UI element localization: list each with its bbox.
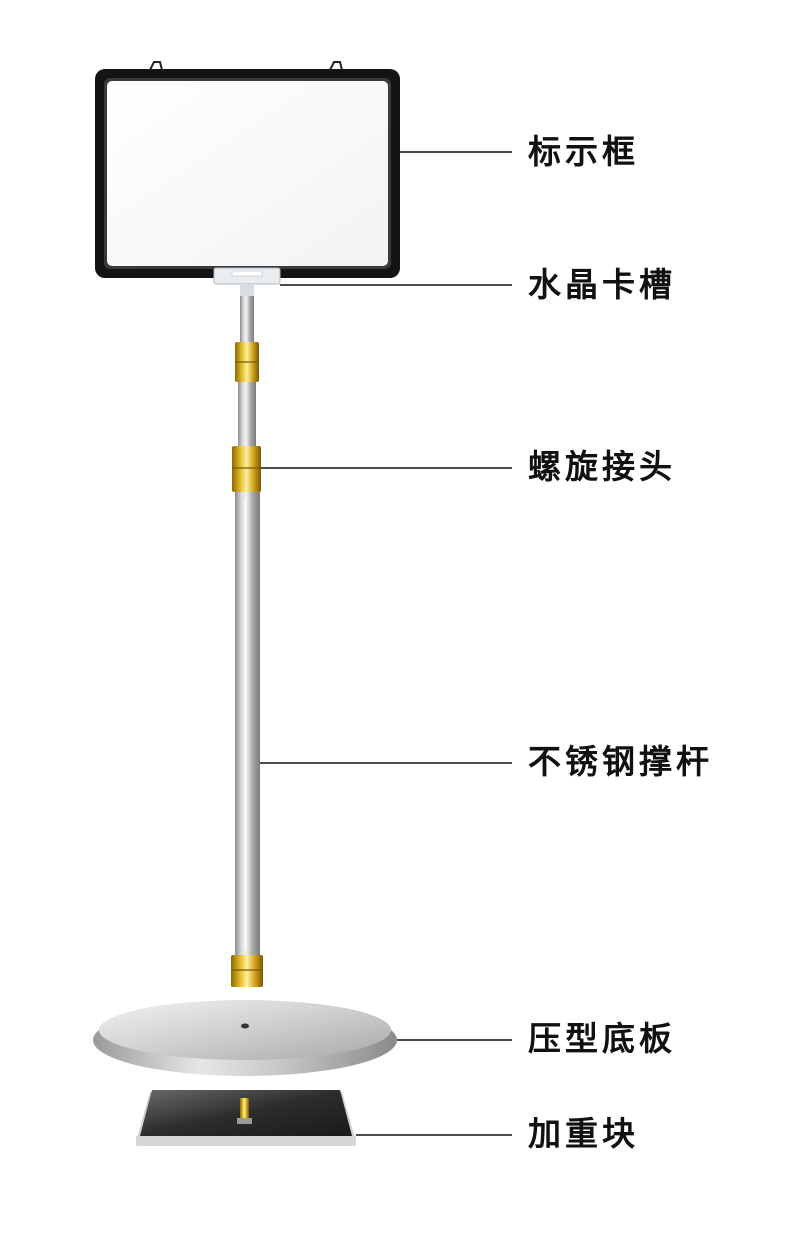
frame-hook-right (329, 61, 343, 71)
label-screw-joint: 螺旋接头 (528, 447, 676, 486)
pole-top-section (240, 296, 254, 346)
base-top (99, 1000, 391, 1060)
pole-upper-section (238, 382, 256, 448)
block-bolt (240, 1098, 249, 1122)
label-crystal-slot: 水晶卡槽 (528, 265, 676, 304)
weight-block (136, 1090, 356, 1146)
crystal-slot (213, 267, 281, 298)
block-bolt-head (237, 1118, 252, 1124)
block-edge-strip (136, 1136, 356, 1146)
leader-lines (260, 151, 512, 1136)
label-steel-pole: 不锈钢撑杆 (528, 742, 713, 781)
joint-bottom (231, 955, 263, 987)
base-center-hole (241, 1023, 249, 1029)
crystal-slot-window (231, 270, 263, 277)
frame-panel (107, 81, 388, 266)
pressed-base (93, 1000, 397, 1076)
screw-joint (231, 342, 263, 987)
label-weight-block: 加重块 (528, 1114, 639, 1153)
sign-frame (95, 61, 400, 278)
steel-pole (235, 296, 260, 958)
label-sign-frame: 标示框 (528, 132, 639, 171)
label-pressed-base: 压型底板 (528, 1019, 676, 1058)
joint-middle (232, 446, 261, 492)
frame-hook-left (149, 61, 163, 71)
pole-main-section (235, 492, 260, 958)
crystal-slot-neck (240, 284, 254, 298)
